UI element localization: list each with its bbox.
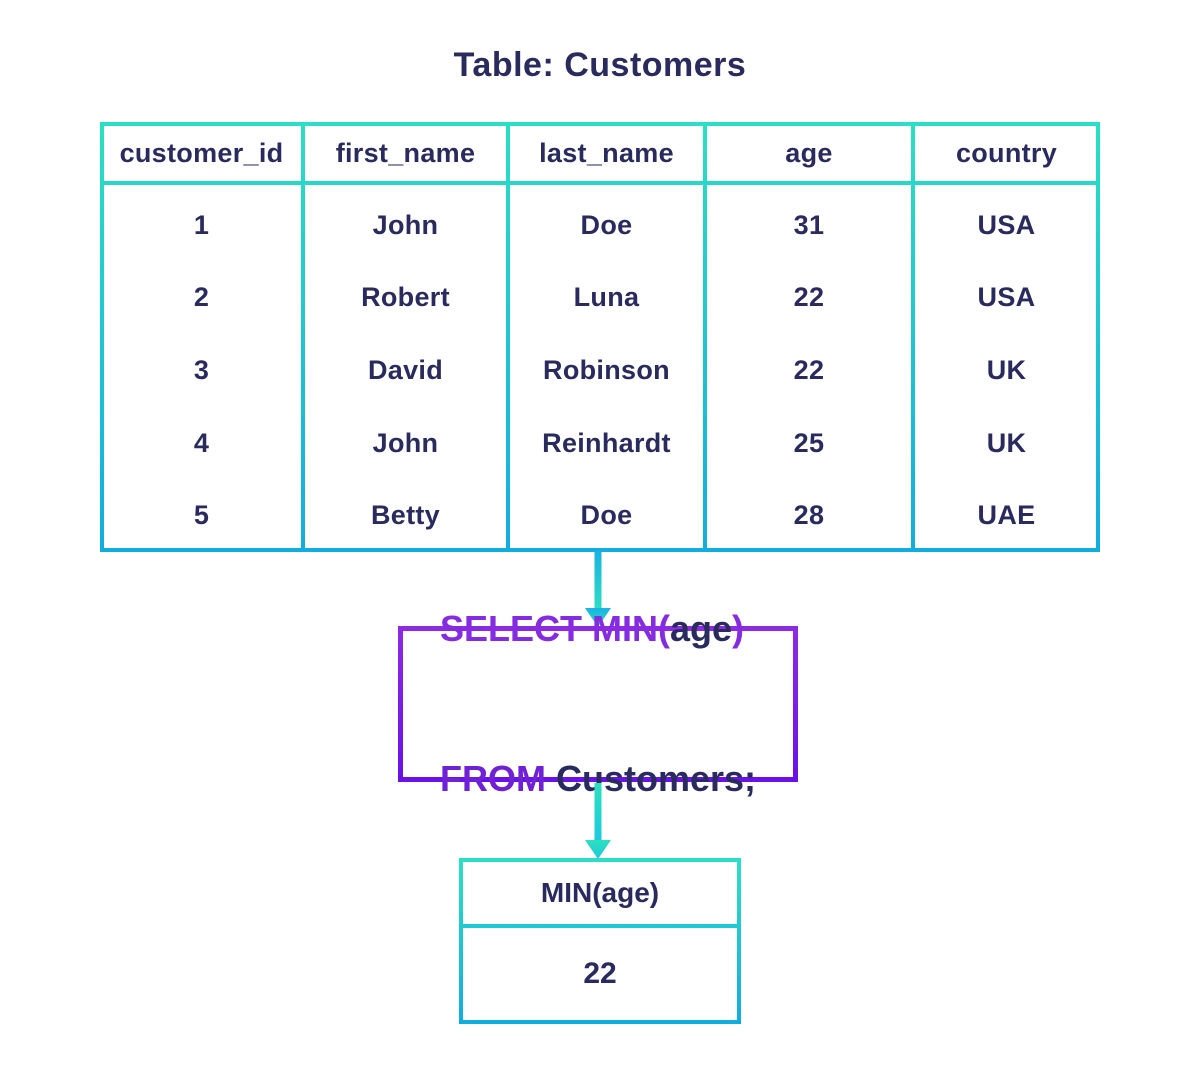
header-divider	[100, 181, 1100, 185]
table-cell: 3	[193, 354, 210, 385]
result-value-cell: 22	[583, 957, 617, 990]
table-cell: UK	[986, 427, 1027, 458]
sql-keyword: SELECT MIN(	[439, 608, 670, 649]
result-header-cell: MIN(age)	[463, 862, 737, 928]
sql-argument: age	[669, 608, 733, 649]
sql-keyword: )	[732, 608, 745, 649]
column-divider	[301, 122, 305, 552]
table-cell: 4	[193, 427, 210, 458]
sql-query-line-1: SELECT MIN(age)	[440, 604, 756, 654]
column-header-customer-id: customer_id	[119, 138, 284, 168]
sql-argument: Customers;	[545, 758, 757, 799]
table-cell: USA	[977, 209, 1036, 240]
column-header-age: age	[785, 138, 833, 168]
column-header-last-name: last_name	[539, 138, 674, 168]
customers-table-body: 1 John Doe 31 USA 2 Robert Luna 22 USA 3…	[100, 189, 1100, 552]
column-divider	[703, 122, 707, 552]
table-cell: Doe	[580, 209, 633, 240]
sql-keyword: FROM	[439, 758, 546, 799]
table-cell: Reinhardt	[542, 427, 671, 458]
result-table: MIN(age) 22	[459, 858, 741, 1024]
table-cell: John	[372, 427, 439, 458]
column-header-first-name: first_name	[335, 138, 476, 168]
table-cell: 25	[793, 427, 825, 458]
table-cell: USA	[977, 282, 1036, 313]
sql-query-box: SELECT MIN(age) FROM Customers;	[398, 608, 798, 799]
down-arrow-icon	[585, 783, 611, 859]
sql-query-text: SELECT MIN(age) FROM Customers;	[440, 504, 756, 904]
table-cell: Robert	[361, 282, 450, 313]
table-cell: 2	[193, 282, 210, 313]
table-cell: 22	[793, 282, 825, 313]
customers-table-header-row: customer_id first_name last_name age cou…	[100, 122, 1100, 185]
table-cell: Robinson	[543, 354, 670, 385]
customers-table: customer_id first_name last_name age cou…	[100, 122, 1100, 552]
table-cell: 22	[793, 354, 825, 385]
table-cell: UK	[986, 354, 1027, 385]
table-cell: UAE	[977, 500, 1036, 531]
down-arrow-icon	[585, 551, 611, 627]
table-cell: 1	[193, 209, 210, 240]
table-cell: John	[372, 209, 439, 240]
column-header-country: country	[955, 138, 1058, 168]
column-divider	[506, 122, 510, 552]
table-cell: Luna	[573, 282, 640, 313]
column-divider	[911, 122, 915, 552]
table-cell: 5	[193, 500, 210, 531]
sql-query-line-2: FROM Customers;	[440, 754, 756, 804]
table-cell: 31	[793, 209, 825, 240]
table-cell: David	[367, 354, 444, 385]
diagram-title: Table: Customers	[453, 46, 747, 84]
